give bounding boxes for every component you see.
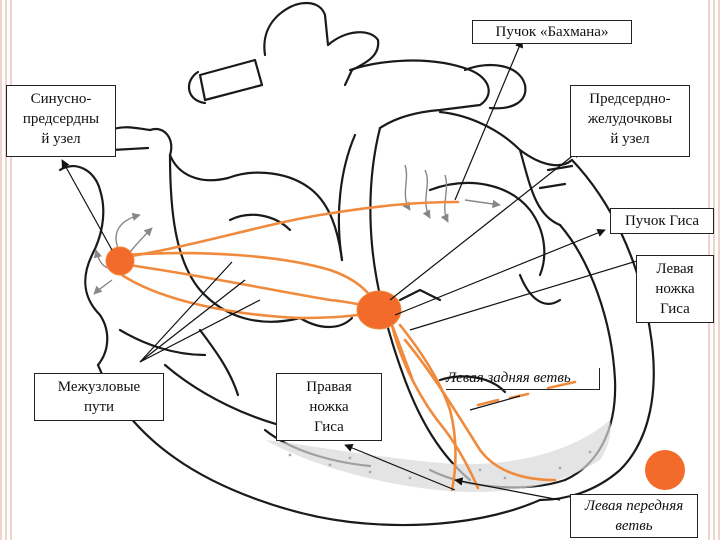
pointer-internodal-1: [139, 261, 233, 363]
sinoatrial-node: [105, 246, 135, 276]
pointer-left-posterior: [469, 395, 521, 411]
label-left-bundle-branch: Левая ножка Гиса: [636, 255, 714, 323]
internodal-path-anterior: [123, 251, 380, 307]
pointer-left-bundle: [409, 259, 641, 331]
label-his-bundle: Пучок Гиса: [610, 208, 714, 234]
label-bachmann-bundle: Пучок «Бахмана»: [472, 20, 632, 44]
right-bundle-path: [390, 323, 480, 490]
shading-dots: [288, 450, 592, 480]
pointer-lines: [61, 39, 641, 501]
pointer-sinoatrial: [61, 159, 113, 251]
ventricle-shading: [265, 420, 611, 492]
left-anterior-branch-path: [403, 338, 557, 482]
atrioventricular-node: [356, 290, 402, 330]
impulse-arrows: [93, 164, 501, 295]
pointer-bachmann: [454, 39, 523, 201]
left-posterior-branch-path: [476, 392, 530, 407]
label-internodal-paths: Межузловые пути: [34, 373, 164, 421]
left-posterior-branch-path-2: [546, 380, 577, 390]
label-left-anterior-branch: Левая передняя ветвь: [570, 494, 698, 538]
bachmann-bundle-path: [118, 200, 460, 260]
label-left-posterior-branch: Левая задняя ветвь: [446, 368, 600, 390]
pointer-atrioventricular: [389, 149, 581, 301]
pointer-internodal-3: [139, 299, 261, 363]
pointer-right-bundle: [344, 443, 456, 491]
legend-node: [645, 450, 685, 490]
heart-outline: [58, 2, 655, 527]
internodal-path-posterior: [120, 273, 380, 320]
right-decorative-stripe: [708, 0, 720, 540]
pointer-internodal-2: [139, 279, 246, 363]
pointer-his-1: [394, 228, 606, 316]
left-bundle-path: [398, 323, 457, 492]
label-right-bundle-branch: Правая ножка Гиса: [276, 373, 382, 441]
label-sinoatrial-node: Синусно- предсердны й узел: [6, 85, 116, 157]
pointer-left-anterior: [454, 477, 561, 501]
label-atrioventricular-node: Предсердно- желудочковы й узел: [570, 85, 690, 157]
conduction-pathways: [118, 200, 577, 492]
